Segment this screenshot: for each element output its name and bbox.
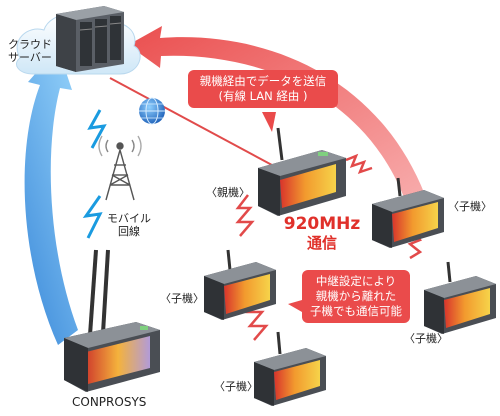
callout-lan: 親機経由でデータを送信 (有線 LAN 経由 ) — [188, 70, 338, 108]
frequency-value: 920MHz — [283, 214, 361, 234]
child-label-right-top: 〈子機〉 — [448, 200, 492, 213]
callout-relay-line1: 中継設定により — [315, 274, 397, 288]
lan-line — [109, 77, 286, 173]
callout-lan-line1: 親機経由でデータを送信 — [199, 74, 327, 88]
mobile-signal-icon — [87, 109, 107, 149]
callout-relay-pointer — [288, 300, 302, 312]
conprosys-device — [64, 249, 160, 392]
cloud-server-label-line2: サーバー — [8, 51, 52, 64]
cloud-server-label: クラウド サーバー — [2, 38, 58, 64]
mobile-signal-icon-2 — [82, 195, 103, 239]
mobile-line-label-line2: 回線 — [118, 225, 140, 238]
child-label-bottom: 〈子機〉 — [214, 380, 258, 393]
mobile-line-label: モバイル 回線 — [104, 212, 154, 238]
callout-lan-line2: (有線 LAN 経由 ) — [218, 89, 308, 103]
child-label-right-bottom: 〈子機〉 — [404, 332, 448, 345]
mobile-line-label-line1: モバイル — [107, 212, 151, 225]
frequency-label: 920MHz 通信 — [274, 214, 370, 252]
uplink-red-arrow — [128, 26, 425, 200]
child-device-bottom — [254, 331, 326, 406]
callout-top-pointer — [262, 112, 276, 132]
child-device-right-bottom — [424, 261, 496, 334]
mobile-uplink-arrow — [24, 48, 78, 345]
frequency-text: 通信 — [306, 234, 337, 252]
parent-device — [258, 127, 346, 216]
cloud-server-label-line1: クラウド — [8, 38, 52, 51]
child-device-right-top — [372, 177, 444, 248]
server-icon — [56, 6, 124, 72]
callout-relay: 中継設定により 親機から離れた 子機でも通信可能 — [302, 270, 410, 323]
child-device-left — [204, 249, 276, 320]
conprosys-label: CONPROSYS — [72, 395, 147, 409]
cell-tower-icon — [98, 135, 142, 201]
globe-icon — [139, 97, 165, 125]
parent-label: 〈親機〉 — [206, 186, 250, 199]
callout-relay-line2: 親機から離れた — [315, 289, 397, 303]
callout-relay-line3: 子機でも通信可能 — [310, 304, 402, 318]
child-label-left: 〈子機〉 — [160, 292, 204, 305]
